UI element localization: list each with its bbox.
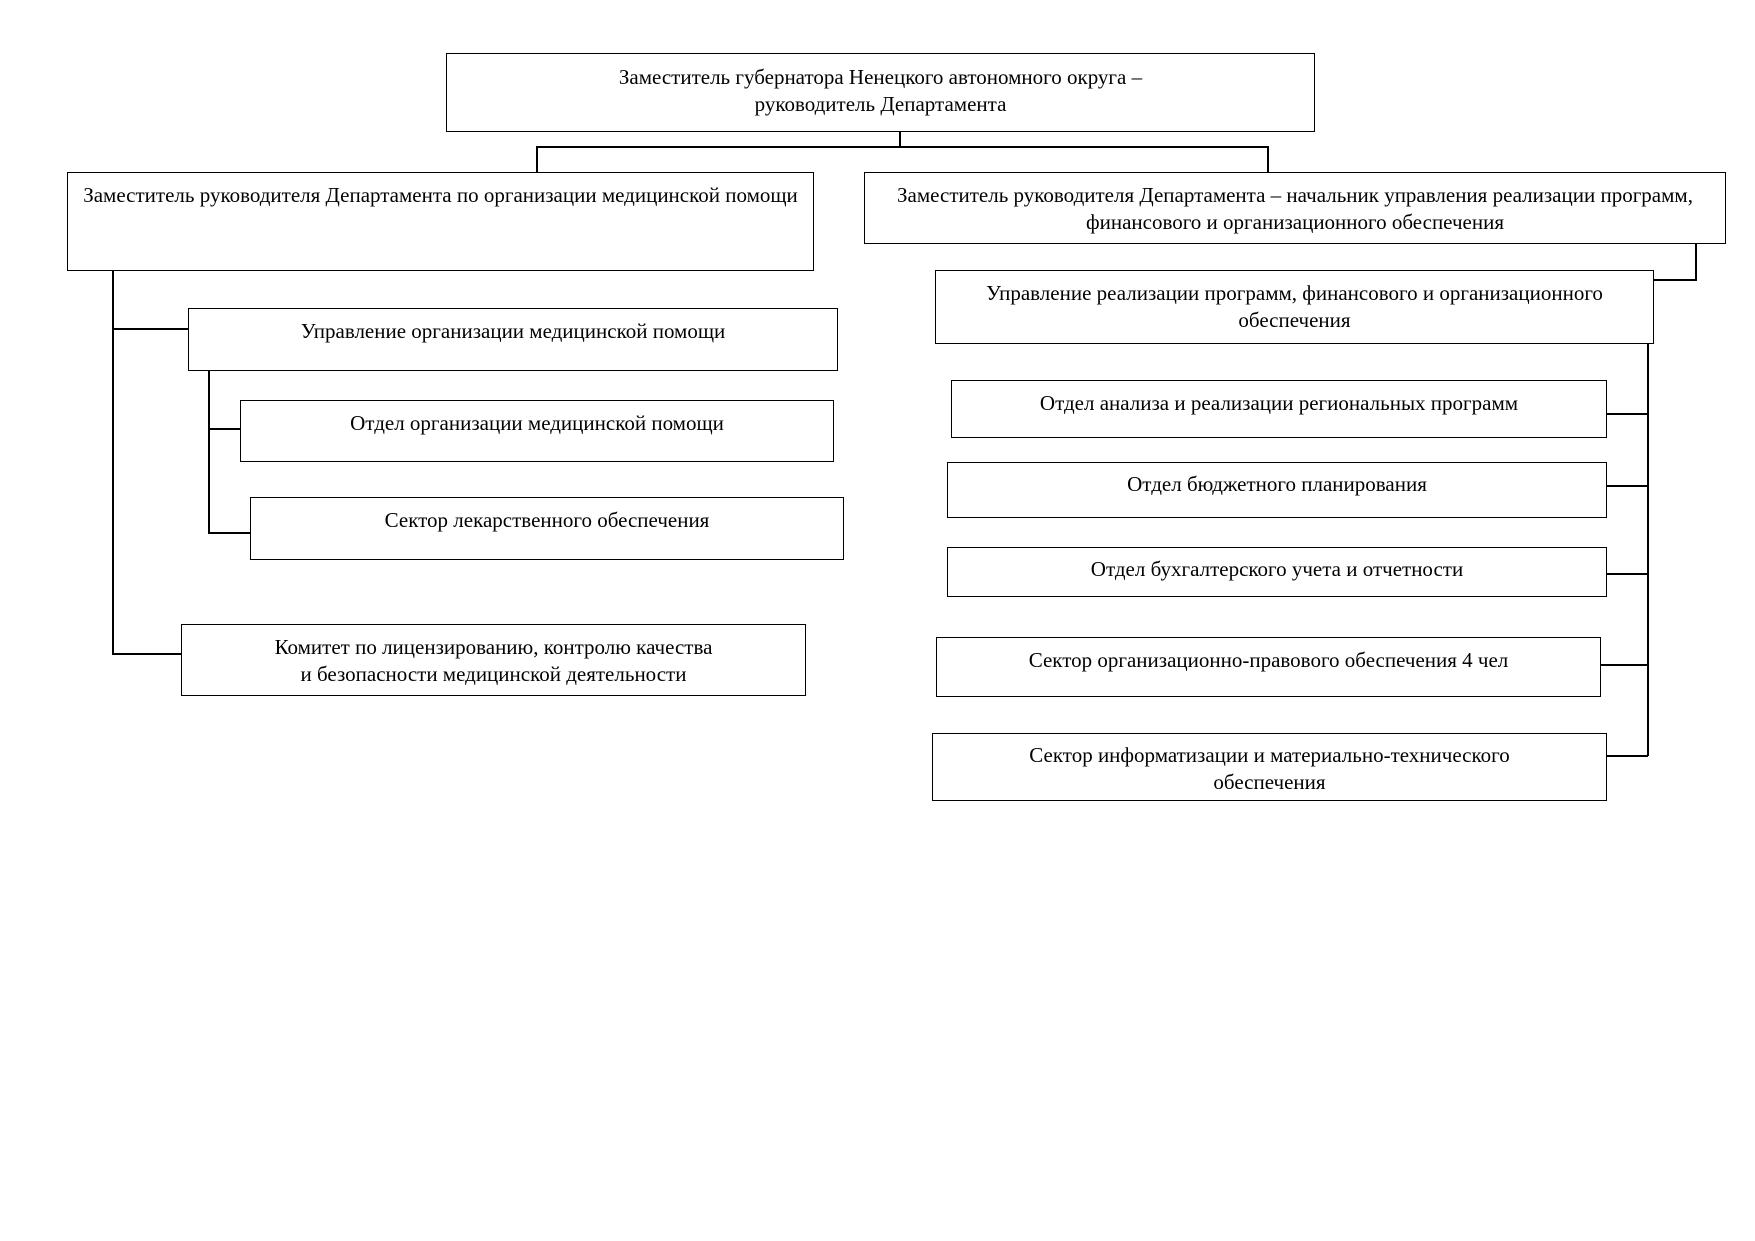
right-deputy-label: Заместитель руководителя Департамента – …	[897, 183, 1693, 234]
connector-right-item-2	[1607, 485, 1648, 487]
right-item-label: Сектор информатизации и материально-техн…	[1029, 743, 1510, 794]
left-komitet-label: Комитет по лицензированию, контролю каче…	[274, 635, 713, 686]
connector-right-item-4	[1601, 664, 1648, 666]
connector-right-deputy-to-upravlenie	[1653, 279, 1697, 281]
connector-right-item-3	[1607, 573, 1648, 575]
right-item-label: Отдел анализа и реализации региональных …	[1039, 391, 1519, 415]
left-deputy-label: Заместитель руководителя Департамента по…	[83, 183, 798, 207]
left-komitet-box: Комитет по лицензированию, контролю каче…	[181, 624, 806, 696]
right-item-box: Отдел бухгалтерского учета и отчетности	[947, 547, 1607, 597]
left-sub-spine	[208, 371, 210, 533]
right-item-box: Отдел анализа и реализации региональных …	[951, 380, 1607, 438]
connector-right-item-5	[1607, 755, 1648, 757]
left-upravlenie-label: Управление организации медицинской помощ…	[300, 319, 726, 343]
left-deputy-box: Заместитель руководителя Департамента по…	[67, 172, 814, 271]
connector-left-otdel	[208, 428, 241, 430]
connector-head-down	[899, 132, 901, 147]
connector-head-branch	[536, 146, 1269, 148]
right-upravlenie-label: Управление реализации программ, финансов…	[986, 281, 1603, 332]
head-box-label: Заместитель губернатора Ненецкого автоно…	[618, 65, 1143, 116]
right-deputy-box: Заместитель руководителя Департамента – …	[864, 172, 1726, 244]
head-box: Заместитель губернатора Ненецкого автоно…	[446, 53, 1315, 132]
left-spine	[112, 271, 114, 654]
left-otdel-label: Отдел организации медицинской помощи	[350, 411, 724, 435]
left-sektor-box: Сектор лекарственного обеспечения	[250, 497, 844, 560]
connector-to-left-deputy	[536, 146, 538, 173]
right-spine	[1647, 344, 1649, 756]
right-item-box: Сектор информатизации и материально-техн…	[932, 733, 1607, 801]
connector-right-deputy-down	[1695, 244, 1697, 280]
left-otdel-box: Отдел организации медицинской помощи	[240, 400, 834, 462]
right-item-label: Отдел бюджетного планирования	[1127, 472, 1427, 496]
connector-left-upravlenie	[112, 328, 188, 330]
right-item-box: Отдел бюджетного планирования	[947, 462, 1607, 518]
right-item-label: Отдел бухгалтерского учета и отчетности	[1090, 557, 1464, 581]
connector-left-komitet	[112, 653, 182, 655]
right-item-label: Сектор организационно-правового обеспече…	[1028, 648, 1509, 672]
right-item-box: Сектор организационно-правового обеспече…	[936, 637, 1601, 697]
right-upravlenie-box: Управление реализации программ, финансов…	[935, 270, 1654, 344]
connector-left-sektor	[208, 532, 250, 534]
connector-to-right-deputy	[1267, 146, 1269, 173]
connector-right-item-1	[1607, 413, 1648, 415]
left-upravlenie-box: Управление организации медицинской помощ…	[188, 308, 838, 371]
left-sektor-label: Сектор лекарственного обеспечения	[384, 508, 710, 532]
